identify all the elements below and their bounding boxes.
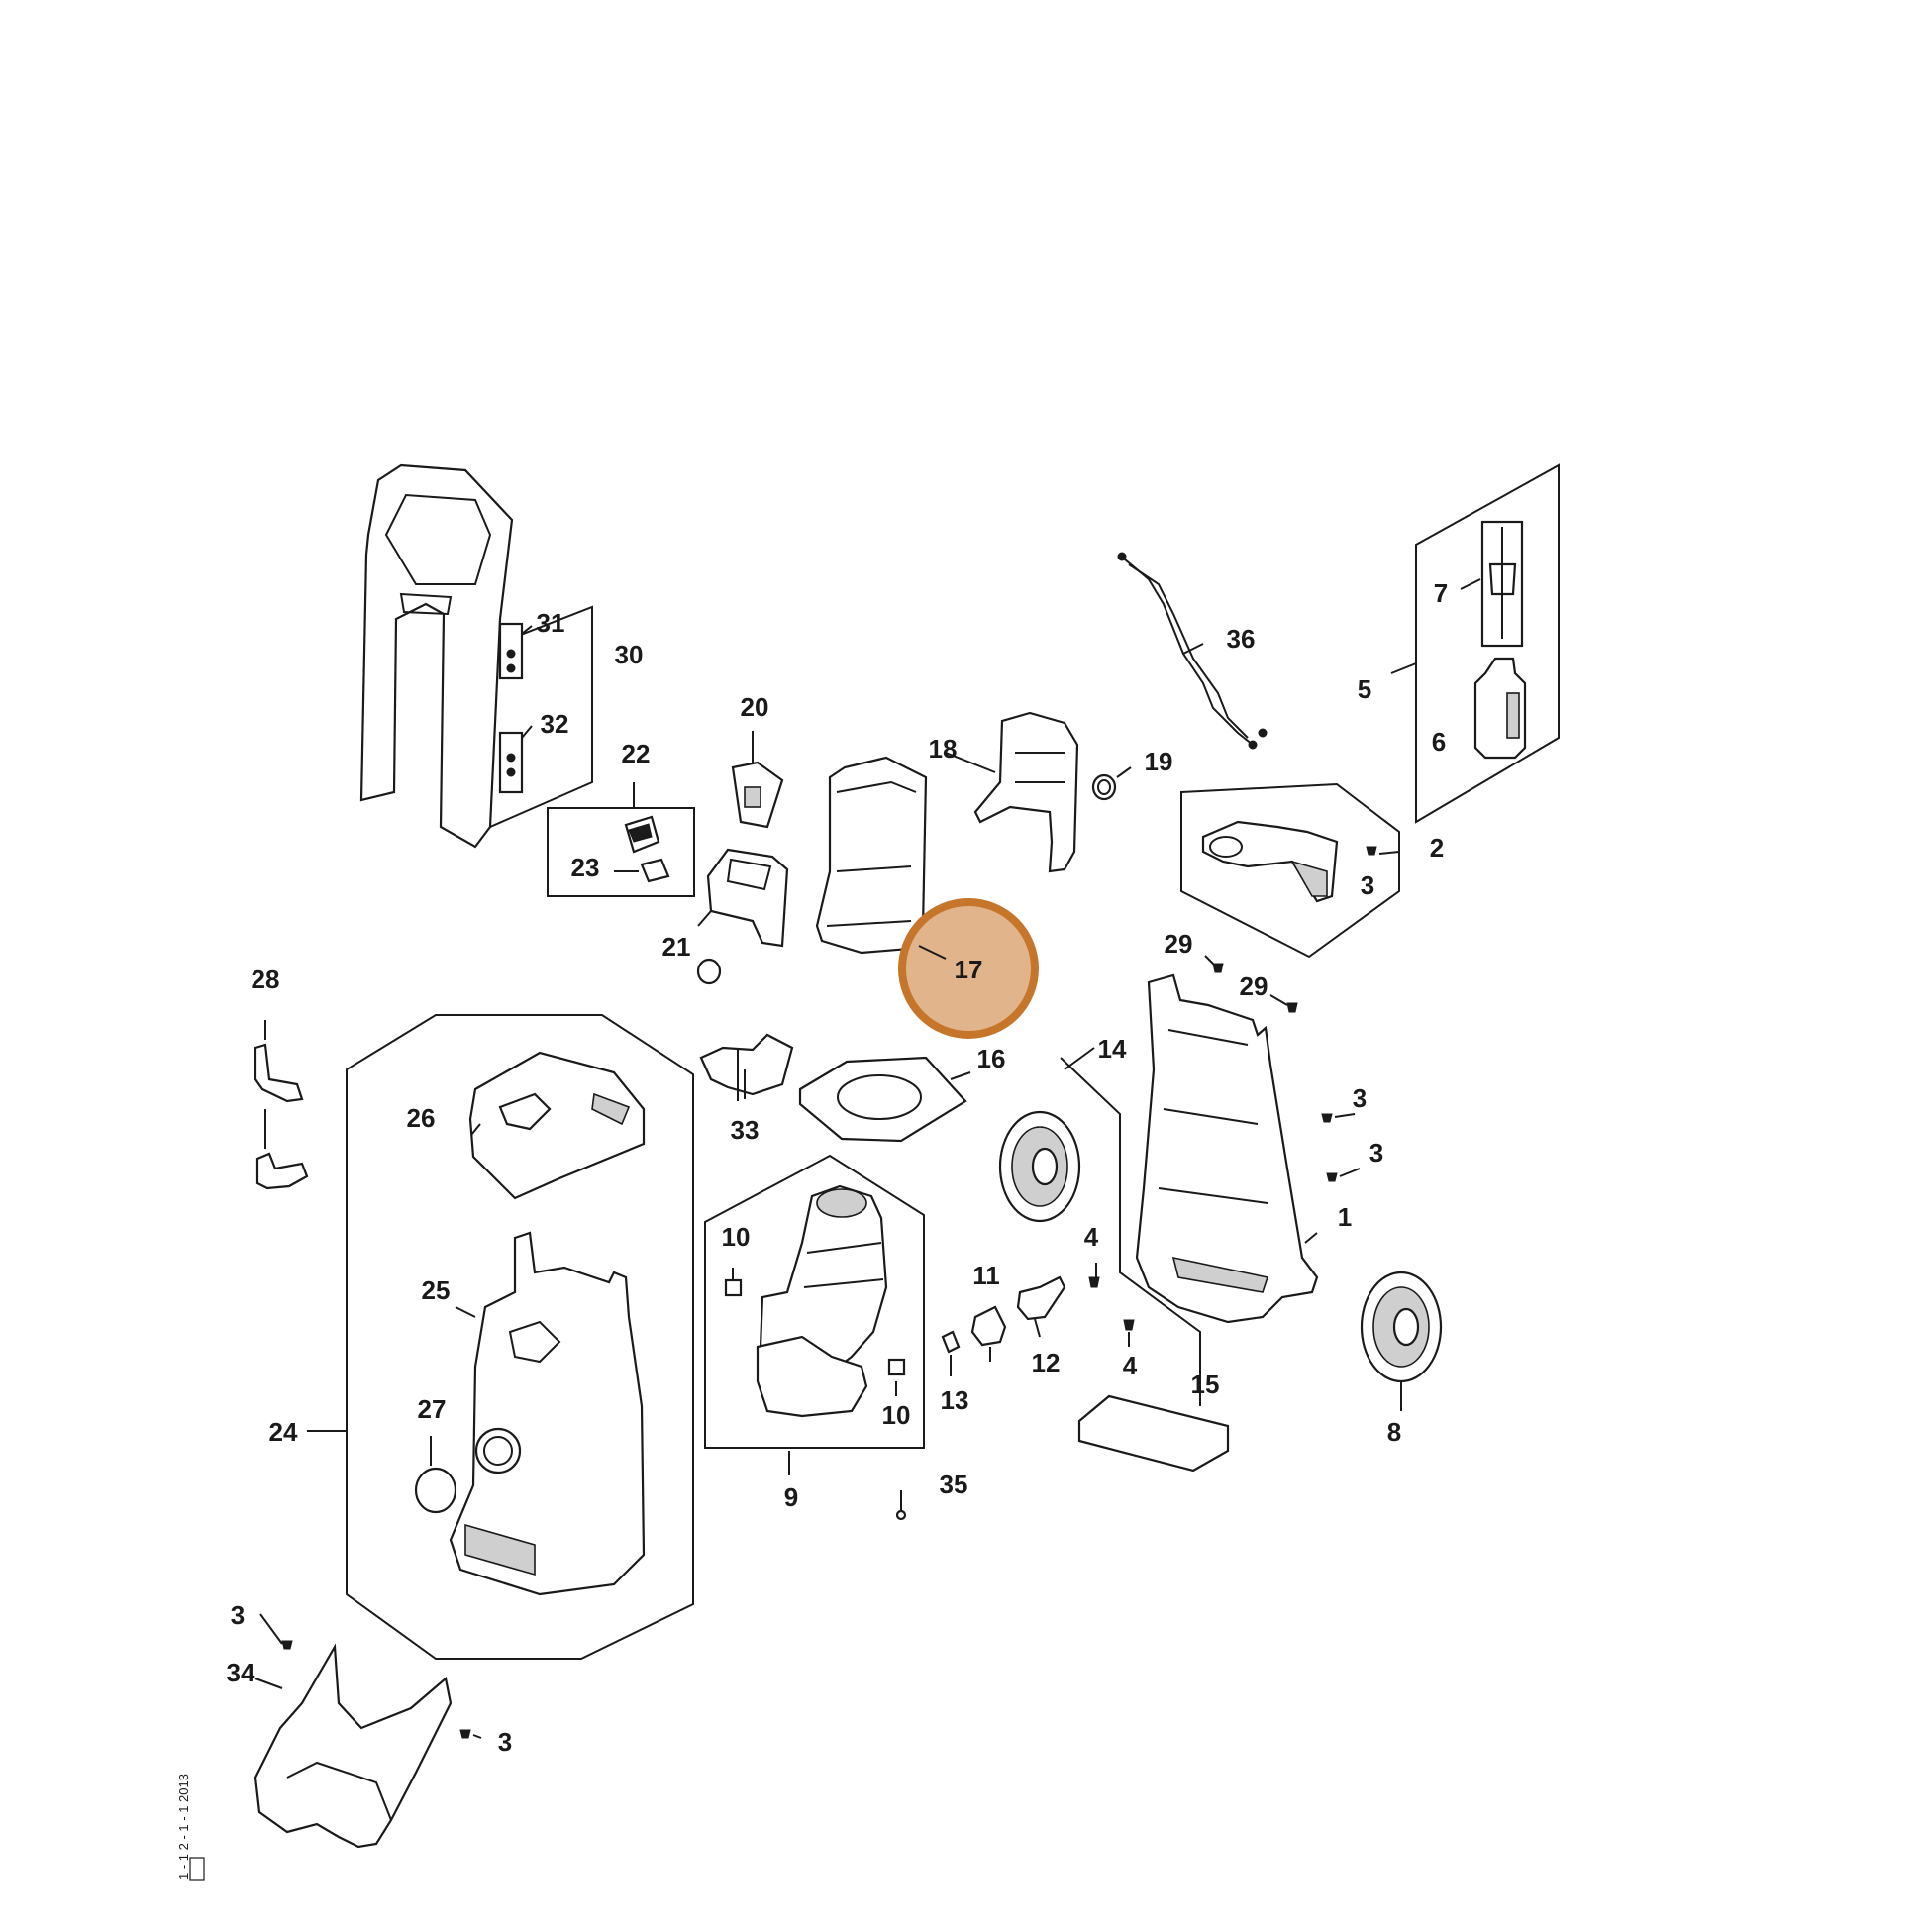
housing-part-17 bbox=[815, 756, 928, 955]
callout-30: 30 bbox=[615, 640, 644, 669]
handle-part bbox=[359, 463, 524, 849]
switch-part-22 bbox=[624, 815, 660, 854]
callout-10a: 10 bbox=[722, 1222, 751, 1252]
callout-labels: 31 30 32 22 23 20 18 19 36 5 7 6 2 3 21 … bbox=[227, 578, 1449, 1757]
bottle-part-6 bbox=[1473, 657, 1527, 760]
callout-35: 35 bbox=[940, 1470, 968, 1499]
nut-part-10a bbox=[724, 1278, 743, 1297]
callout-4b: 4 bbox=[1123, 1351, 1138, 1380]
frame-part-1 bbox=[1135, 973, 1319, 1324]
shell-part-25 bbox=[449, 1231, 646, 1596]
group-box-14 bbox=[1060, 1057, 1201, 1399]
callout-22: 22 bbox=[622, 739, 651, 768]
callout-34: 34 bbox=[227, 1658, 255, 1687]
callout-25: 25 bbox=[422, 1275, 451, 1305]
callout-7: 7 bbox=[1434, 578, 1448, 608]
callout-33: 33 bbox=[731, 1115, 760, 1145]
callout-17: 17 bbox=[955, 955, 983, 984]
callout-36: 36 bbox=[1227, 624, 1256, 654]
callout-3-base-a: 3 bbox=[231, 1600, 245, 1630]
wheel-part-8 bbox=[1360, 1271, 1443, 1383]
callout-13: 13 bbox=[941, 1385, 969, 1415]
plug-part-21b bbox=[696, 958, 722, 985]
callout-1: 1 bbox=[1338, 1202, 1352, 1232]
motor-pump-part-9 bbox=[756, 1184, 888, 1418]
callout-29b: 29 bbox=[1240, 971, 1268, 1001]
callout-9: 9 bbox=[784, 1482, 798, 1512]
gasket-part-16 bbox=[798, 1056, 967, 1143]
callout-31: 31 bbox=[537, 608, 565, 638]
base-part-34 bbox=[254, 1643, 453, 1849]
bracket-part-20 bbox=[731, 761, 784, 829]
callout-11: 11 bbox=[972, 1261, 1000, 1290]
screw-part-4a bbox=[1088, 1276, 1100, 1288]
screw-part-4b bbox=[1123, 1319, 1135, 1331]
callout-28: 28 bbox=[252, 965, 280, 994]
callout-3-frame-a: 3 bbox=[1353, 1083, 1367, 1113]
callout-8: 8 bbox=[1387, 1417, 1401, 1447]
callout-19: 19 bbox=[1145, 747, 1173, 776]
callout-12: 12 bbox=[1032, 1348, 1061, 1377]
screws-part-29 bbox=[1212, 963, 1298, 1013]
fitting-part-12 bbox=[1016, 1275, 1066, 1321]
callout-14: 14 bbox=[1098, 1034, 1127, 1064]
inlet-part-2 bbox=[1201, 820, 1339, 903]
cable-part bbox=[1117, 552, 1268, 750]
housing-part-18 bbox=[973, 711, 1079, 873]
fitting-part-13 bbox=[941, 1330, 961, 1354]
cover-part-21 bbox=[706, 848, 789, 948]
fitting-part-11 bbox=[970, 1305, 1007, 1347]
highlight-marker-17[interactable]: 17 bbox=[898, 898, 1039, 1039]
group-box-2 bbox=[1180, 782, 1400, 959]
callout-2: 2 bbox=[1430, 833, 1444, 863]
leader-lines bbox=[254, 578, 1481, 1739]
pad-part-15 bbox=[1077, 1394, 1230, 1473]
callout-16: 16 bbox=[977, 1044, 1006, 1073]
callout-5: 5 bbox=[1358, 674, 1371, 704]
group-box-22 bbox=[547, 807, 695, 897]
wheel-part-14 bbox=[998, 1110, 1081, 1223]
callout-18: 18 bbox=[929, 734, 958, 763]
callout-20: 20 bbox=[741, 692, 769, 722]
callout-23: 23 bbox=[571, 853, 600, 882]
drawing-code-text: 1 - 1 2 - 1 - 1 2013 bbox=[176, 1774, 191, 1880]
callout-3-base-b: 3 bbox=[498, 1727, 512, 1757]
callout-26: 26 bbox=[407, 1103, 436, 1133]
cover-part-26 bbox=[468, 1051, 646, 1200]
drawing-code: 1 - 1 2 - 1 - 1 2013 bbox=[176, 1774, 205, 1881]
group-box-9 bbox=[704, 1154, 925, 1449]
callout-10b: 10 bbox=[882, 1400, 911, 1430]
callout-29a: 29 bbox=[1165, 929, 1193, 959]
callout-15: 15 bbox=[1191, 1370, 1220, 1399]
callout-24: 24 bbox=[269, 1417, 298, 1447]
fitting-part-19 bbox=[1091, 773, 1117, 801]
holder-part-33 bbox=[699, 1033, 794, 1096]
cap-part-27 bbox=[414, 1467, 457, 1514]
seal-part-23 bbox=[640, 858, 670, 883]
hook-part-28 bbox=[254, 1020, 309, 1190]
nozzle-part-7 bbox=[1480, 520, 1524, 648]
screws-part-3 bbox=[281, 846, 1377, 1739]
callout-4a: 4 bbox=[1084, 1222, 1099, 1252]
nut-part-10b bbox=[887, 1358, 906, 1376]
callout-3-frame-b: 3 bbox=[1369, 1138, 1383, 1168]
callout-32: 32 bbox=[541, 709, 569, 739]
group-box-24 bbox=[346, 1014, 694, 1660]
callout-27: 27 bbox=[418, 1394, 447, 1424]
callout-21: 21 bbox=[662, 932, 691, 962]
group-box-5 bbox=[1415, 463, 1560, 824]
callout-6: 6 bbox=[1432, 727, 1446, 757]
callout-3-inlet: 3 bbox=[1361, 870, 1374, 900]
pin-part-35 bbox=[895, 1490, 907, 1521]
